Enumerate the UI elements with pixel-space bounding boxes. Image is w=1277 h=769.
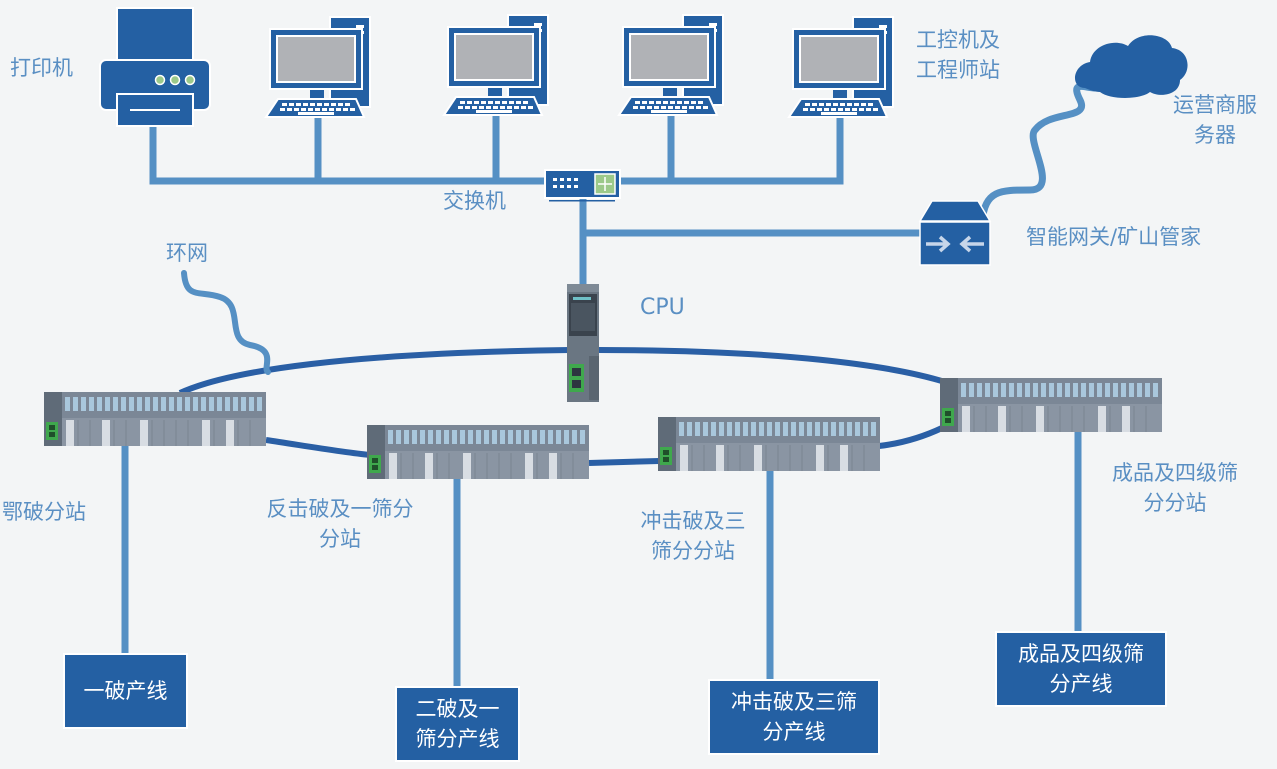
printer-label: 打印机 (10, 56, 73, 80)
computer-icon (443, 14, 549, 116)
production-line-box: 冲击破及三筛 分产线 (708, 679, 880, 755)
ring-network (178, 347, 946, 466)
ring-label-pointer (181, 270, 271, 375)
gateway-cloud-cable (978, 83, 1099, 226)
station-label: 反击破及一筛分 分站 (255, 494, 425, 554)
production-line-label-line1: 冲击破及三筛 (731, 690, 857, 714)
station-label-line2: 分站 (319, 527, 361, 551)
production-line-box: 成品及四级筛 分产线 (995, 631, 1167, 707)
station-label-line2: 分分站 (1143, 491, 1207, 515)
workstation-label: 工控机及 工程师站 (916, 25, 1000, 85)
plc-station-icon (366, 424, 590, 480)
production-line-box: 二破及一 筛分产线 (395, 686, 520, 762)
plc-station-icon (43, 391, 267, 447)
gateway-label: 智能网关/矿山管家 (1026, 225, 1202, 249)
station-label-line1: 反击破及一筛分 (266, 497, 414, 521)
production-line-label-line2: 分产线 (1049, 672, 1113, 696)
cloud-label-line2: 务器 (1194, 123, 1236, 147)
station-label: 鄂破分站 (2, 497, 86, 527)
computer-icon (618, 14, 724, 116)
smart-gateway-icon (918, 200, 992, 266)
cloud-server-label: 运营商服 务器 (1165, 90, 1265, 150)
station-label-line2: 筛分分站 (651, 539, 735, 563)
workstation-label-line2: 工程师站 (916, 58, 1000, 82)
station-label-line1: 鄂破分站 (2, 500, 86, 524)
workstation-label-line1: 工控机及 (916, 28, 1000, 52)
plc-station-icon (939, 377, 1163, 433)
cpu-module-icon (567, 284, 599, 402)
station-label: 冲击破及三 筛分分站 (628, 506, 758, 566)
production-line-label-line2: 筛分产线 (415, 727, 500, 751)
station-drop-links (121, 432, 1082, 688)
switch-label: 交换机 (443, 189, 506, 213)
cpu-label: CPU (640, 295, 685, 320)
cloud-icon (1074, 35, 1188, 98)
production-line-box: 一破产线 (63, 653, 188, 729)
station-label-line1: 冲击破及三 (640, 509, 746, 533)
plc-station-icon (657, 416, 881, 472)
cloud-label-line1: 运营商服 (1173, 93, 1257, 117)
computer-icon (788, 16, 894, 118)
computer-icon (265, 16, 371, 118)
production-line-label-line1: 成品及四级筛 (1018, 642, 1144, 666)
production-line-label-line1: 一破产线 (83, 679, 168, 703)
network-switch-icon (544, 169, 621, 202)
station-label: 成品及四级筛 分分站 (1100, 458, 1250, 518)
production-line-label-line1: 二破及一 (415, 697, 500, 721)
printer-icon (99, 7, 211, 127)
ring-network-label: 环网 (166, 241, 208, 265)
office-lan-links (149, 114, 926, 290)
station-label-line1: 成品及四级筛 (1112, 461, 1238, 485)
production-line-label-line2: 分产线 (762, 720, 826, 744)
